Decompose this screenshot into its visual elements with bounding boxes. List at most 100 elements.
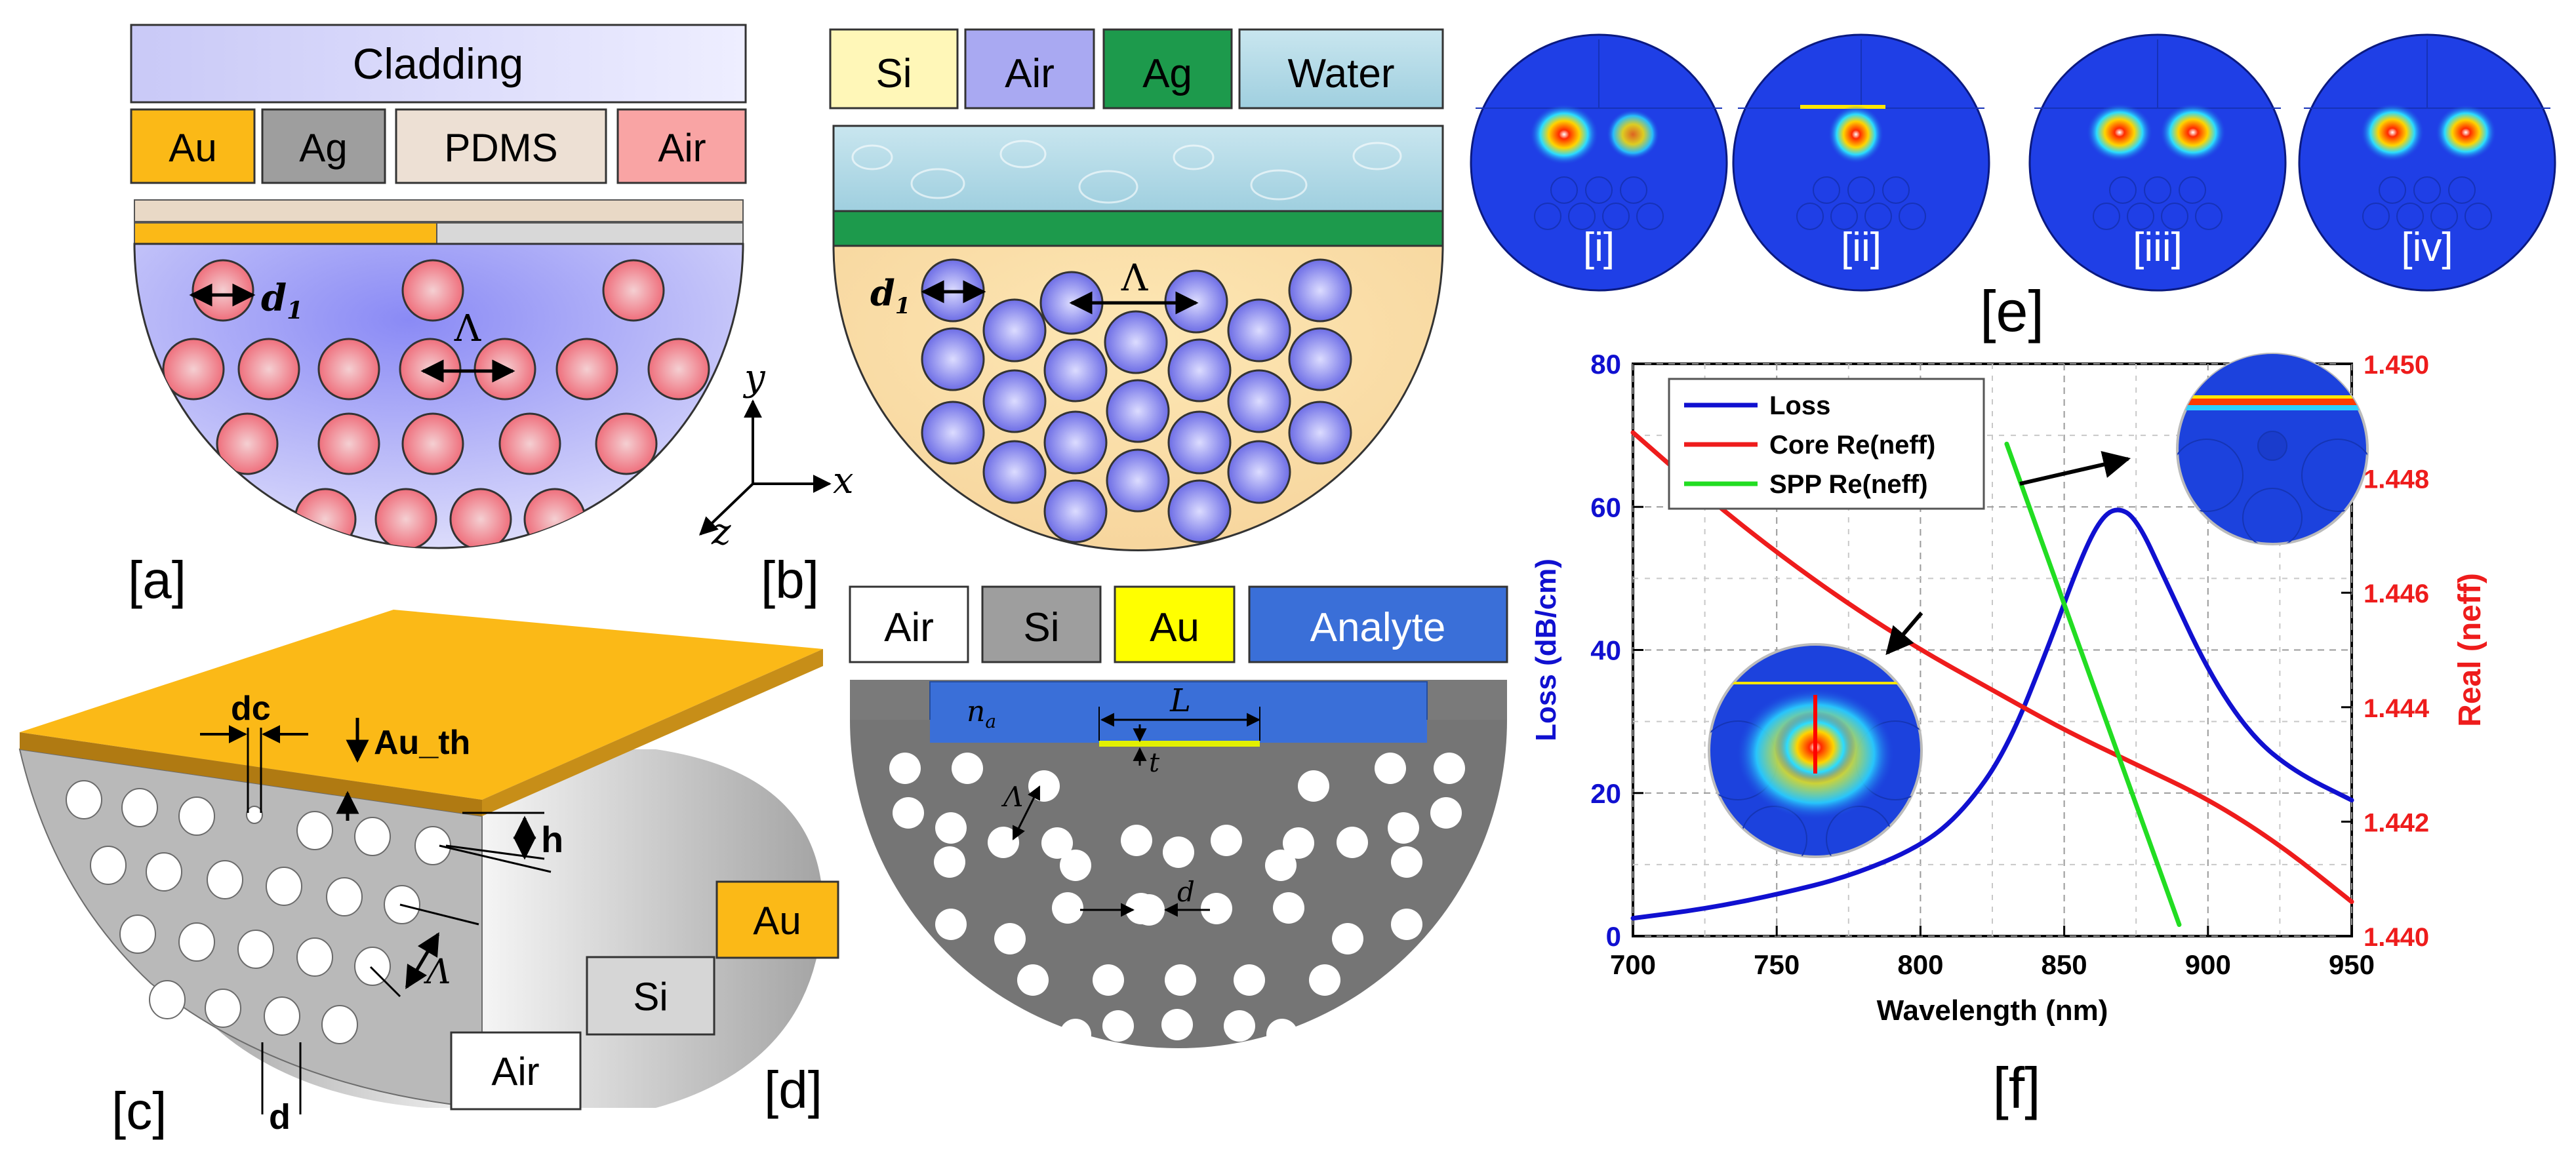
- legend-air-label: Air: [658, 126, 706, 170]
- pitch-leader-bottom: [369, 966, 401, 998]
- legend-air-swatch-d: [849, 585, 969, 663]
- water-layer: [832, 125, 1444, 212]
- air-hole: [354, 817, 391, 856]
- series-loss: [1630, 507, 2354, 921]
- y2-axis-label: Real (neff): [2453, 573, 2487, 727]
- air-hole: [555, 338, 618, 401]
- na-label: na: [967, 695, 996, 732]
- air-hole: [401, 412, 464, 475]
- pitch-label-c: Λ: [424, 953, 451, 992]
- ag-layer: [436, 222, 744, 245]
- legend-si-swatch: [829, 28, 959, 109]
- air-hole: [1288, 401, 1352, 465]
- y-axis-label: y: [742, 357, 766, 399]
- air-hole: [1167, 410, 1232, 475]
- panel-c: dc Au_th h Λ d Au Si Air [c]: [18, 610, 839, 1140]
- air-hole: [146, 852, 182, 892]
- legend-pdms-label: PDMS: [444, 126, 557, 170]
- legend-ag-label-b: Ag: [1142, 51, 1192, 96]
- x-tick-label: 900: [2185, 949, 2231, 980]
- legend-si-label: Si: [875, 51, 912, 96]
- analyte-channel-lower: [930, 720, 1427, 743]
- x-tick-label: 800: [1897, 949, 1943, 980]
- air-hole: [1227, 440, 1291, 504]
- inset-spp-arrow: [2019, 451, 2131, 486]
- t-label: t: [1149, 748, 1160, 778]
- y2-tick-label: 1.450: [2364, 351, 2429, 380]
- holes-d: [889, 753, 1465, 1083]
- au-layer-front-edge: [20, 732, 482, 816]
- air-hole: [523, 488, 586, 548]
- air-hole: [237, 930, 274, 969]
- legend-core-label: Core Re(neff): [1769, 431, 1935, 460]
- y-axis-label: Loss (dB/cm): [1530, 559, 1562, 741]
- air-hole: [1288, 327, 1352, 391]
- legend-au-swatch-d: [1114, 585, 1236, 663]
- air-hole: [66, 780, 102, 819]
- air-hole: [294, 488, 357, 548]
- mode-label-iii: [iii]: [2133, 225, 2183, 270]
- panel-c-label: [c]: [111, 1082, 167, 1140]
- legend-au-label: Au: [169, 126, 216, 170]
- holes-c: [66, 780, 451, 1044]
- air-hole: [207, 860, 243, 899]
- panel-b-label: [b]: [761, 551, 819, 609]
- legend-water-label: Water: [1287, 51, 1394, 96]
- legend-au-label-d: Au: [1150, 605, 1199, 650]
- legend-si-label-c: Si: [633, 975, 668, 1019]
- panel-e-label: [e]: [1980, 279, 2044, 344]
- dc-label: dc: [231, 690, 271, 728]
- panel-a: Cladding Au Ag PDMS Air: [128, 24, 854, 609]
- air-hole: [1227, 298, 1291, 363]
- air-hole: [354, 947, 391, 986]
- y2-tick-label: 1.444: [2364, 694, 2430, 723]
- air-hole: [1227, 369, 1291, 433]
- legend-si-swatch-c: [586, 956, 715, 1036]
- air-hole: [296, 937, 333, 977]
- pitch-label-a: Λ: [454, 307, 481, 350]
- cladding-label: Cladding: [353, 39, 524, 88]
- air-hole: [205, 989, 241, 1028]
- legend-air-swatch: [616, 108, 747, 184]
- air-hole: [1106, 448, 1170, 513]
- air-hole: [149, 980, 186, 1019]
- mode-label-ii: [ii]: [1841, 225, 1882, 270]
- legend-spp-label: SPP Re(neff): [1769, 470, 1928, 499]
- pitch-label-b: Λ: [1121, 257, 1148, 300]
- panel-e: [i] [ii] [iii]: [1470, 33, 2556, 344]
- d-label-d: d: [1177, 876, 1195, 908]
- legend-au-swatch-c: [715, 880, 839, 959]
- panel-f-label: [f]: [1992, 1055, 2040, 1120]
- au-layer-side-edge: [482, 649, 823, 816]
- mode-profile-i: [i]: [1470, 33, 1728, 292]
- air-hole: [982, 298, 1047, 363]
- h-leader-line: [439, 844, 552, 873]
- x-tick-label: 950: [2329, 949, 2375, 980]
- air-hole: [296, 811, 333, 850]
- air-hole: [321, 1005, 358, 1044]
- au-layer: [134, 222, 437, 245]
- y2-tick-label: 1.448: [2364, 465, 2429, 494]
- water-droplets: [851, 140, 1402, 204]
- air-hole: [982, 369, 1047, 433]
- legend-au-swatch: [130, 108, 256, 184]
- cladding-bar: [130, 24, 747, 104]
- air-hole: [121, 788, 158, 827]
- L-label: L: [1169, 682, 1191, 719]
- air-hole: [178, 796, 215, 836]
- air-hole: [264, 996, 300, 1036]
- y-tick-label: 80: [1590, 349, 1621, 380]
- legend-loss-label: Loss: [1769, 391, 1830, 420]
- mode-profile-ii: [ii]: [1732, 33, 1990, 292]
- mode-profile-iv: [iv]: [2298, 33, 2556, 292]
- air-hole: [921, 401, 985, 465]
- air-hole: [1104, 310, 1168, 374]
- coordinate-axes: y x z: [698, 357, 854, 553]
- legend-analyte-label: Analyte: [1310, 605, 1446, 650]
- panel-b: Si Air Ag Water: [761, 28, 1444, 609]
- air-hole: [1167, 338, 1232, 403]
- air-hole: [90, 846, 127, 885]
